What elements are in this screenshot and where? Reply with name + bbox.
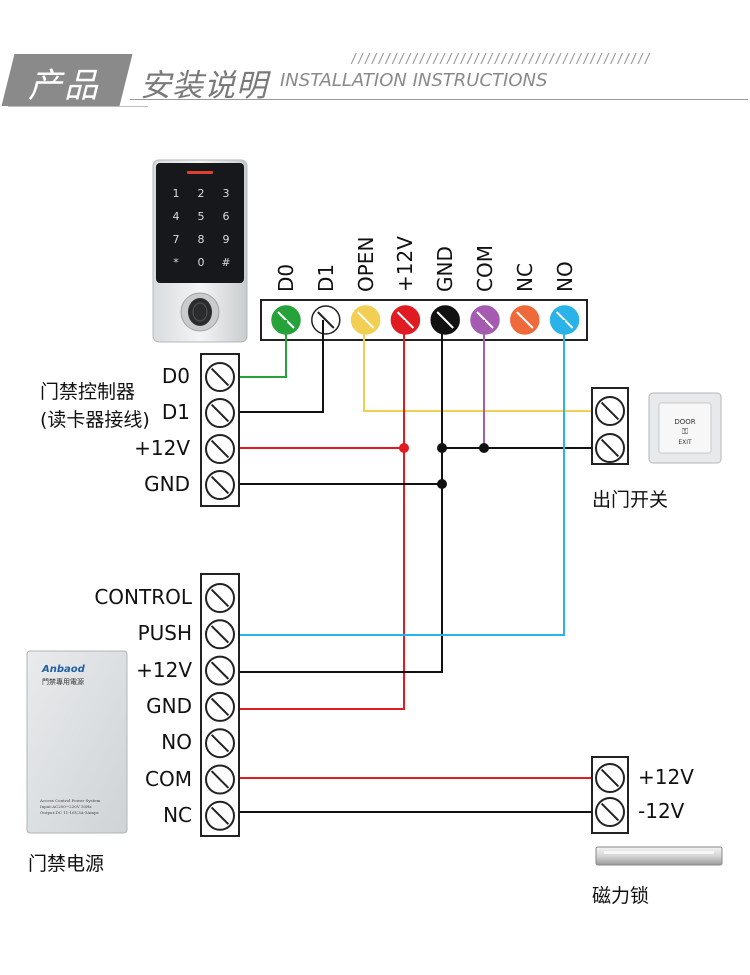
header-hatch-decoration: ////////////////////////////////////////… — [350, 52, 651, 67]
fingerprint-sensor-icon — [188, 298, 212, 326]
keypad-reader: 1 2 3 4 5 6 7 8 9 * 0 # — [152, 159, 248, 343]
psu-screw-terminal — [205, 655, 235, 686]
controller-screw-terminal — [205, 362, 235, 392]
wire-green-d0 — [240, 320, 287, 378]
mag-lock-device — [595, 846, 723, 866]
exit-button: DOOR ⚿ EXIT — [648, 392, 722, 464]
mag-lock-screw-terminal — [595, 763, 625, 793]
keypad-key: 9 — [223, 233, 230, 246]
reader-terminal-12v — [390, 305, 421, 335]
exit-switch-label: 出门开关 — [592, 489, 669, 511]
controller-pin-label: GND — [144, 472, 190, 496]
controller-pin-label: +12V — [134, 436, 190, 460]
controller-screw-terminal — [205, 434, 235, 464]
exit-text: EXIT — [678, 439, 692, 446]
psu-screw-terminal — [205, 619, 235, 650]
wire-yellow-open — [363, 320, 592, 412]
keypad-key: # — [221, 256, 230, 269]
junction-red — [399, 443, 409, 453]
psu-pin-label: COM — [145, 766, 192, 791]
wires — [240, 320, 592, 813]
reader-terminal-label: GND — [433, 246, 458, 292]
psu-pin-label: GND — [146, 693, 192, 718]
psu-pin-label: +12V — [136, 657, 192, 682]
reader-terminal-label: COM — [473, 245, 497, 292]
controller-title-2: (读卡器接线) — [40, 409, 150, 431]
psu-terminal-block — [200, 573, 240, 837]
keypad-key: 2 — [198, 187, 205, 200]
page-title: 安装说明 — [140, 68, 268, 104]
reader-terminal-label: +12V — [393, 236, 418, 292]
psu-brand-cn: 門禁專用電源 — [42, 677, 84, 686]
header-badge: 产品 — [28, 66, 100, 106]
mag-lock-pin-label: +12V — [638, 765, 694, 789]
keypad-key: 7 — [173, 233, 180, 246]
junction-black-2 — [479, 443, 489, 453]
wire-black-gnd-vertical — [240, 320, 443, 673]
wire-black-d1 — [240, 320, 324, 413]
controller-screw-terminal — [205, 398, 235, 428]
power-supply-box: Anbaod 門禁專用電源 Access Control Power Syste… — [26, 650, 128, 834]
keypad-key: 0 — [198, 256, 205, 269]
controller-pin-label: D0 — [161, 364, 190, 388]
junction-dots — [399, 443, 489, 489]
keypad-key: 6 — [223, 210, 230, 223]
page-subtitle: INSTALLATION INSTRUCTIONS — [280, 70, 548, 91]
keypad-keys: 1 2 3 4 5 6 7 8 9 * 0 # — [173, 187, 231, 269]
keypad-key: 3 — [223, 187, 230, 200]
door-text: DOOR — [674, 418, 695, 426]
reader-terminal-label: OPEN — [353, 236, 378, 292]
power-supply-label: 门禁电源 — [28, 853, 105, 875]
mag-lock-label: 磁力锁 — [592, 885, 650, 907]
junction-black-1 — [437, 443, 447, 453]
exit-switch-screw-terminal — [595, 433, 625, 463]
controller-pin-label: D1 — [161, 400, 190, 424]
psu-screw-terminal — [205, 691, 235, 722]
controller-title-1: 门禁控制器 — [40, 381, 136, 403]
reader-terminal-d1 — [311, 305, 341, 335]
psu-brand: Anbaod — [41, 664, 86, 675]
exit-switch-screw-terminal — [595, 396, 625, 426]
psu-pin-label: PUSH — [137, 621, 192, 646]
psu-pin-label: NO — [161, 730, 192, 755]
psu-screw-terminal — [205, 800, 235, 831]
controller-screw-terminal — [205, 470, 235, 500]
psu-screw-terminal — [205, 583, 235, 613]
keypad-key: 5 — [198, 210, 205, 223]
junction-black-3 — [437, 479, 447, 489]
psu-spec-3: Output:DC 11-16V,3A-5Amps — [40, 810, 99, 815]
keypad-key: * — [173, 256, 179, 269]
reader-terminal-label: NC — [512, 263, 537, 292]
psu-spec-1: Access Control Power System — [39, 798, 101, 803]
key-icon: ⚿ — [682, 427, 688, 436]
reader-terminal-gnd — [430, 305, 460, 335]
psu-spec-2: Input:AC200~230V 50Hz — [40, 804, 92, 809]
reader-terminal-label: D0 — [274, 263, 298, 292]
header-rule — [130, 99, 748, 100]
reader-terminal-label: D1 — [313, 263, 338, 292]
keypad-key: 8 — [198, 233, 205, 246]
controller-terminal-block — [200, 353, 240, 507]
psu-pin-label: NC — [163, 802, 192, 827]
reader-terminal-block — [260, 299, 588, 341]
keypad-key: 1 — [173, 187, 180, 200]
psu-screw-terminal — [205, 728, 235, 759]
exit-switch-terminal-block — [591, 387, 629, 465]
keypad-key: 4 — [173, 210, 180, 223]
reader-terminal-nc — [510, 305, 540, 335]
header-rule-short — [8, 106, 148, 107]
mag-lock-screw-terminal — [595, 797, 625, 827]
psu-pin-label: CONTROL — [94, 585, 192, 609]
psu-screw-terminal — [205, 764, 235, 795]
mag-lock-terminal-block — [591, 756, 629, 834]
reader-terminal-open — [350, 305, 381, 335]
mag-lock-pin-label: -12V — [638, 799, 685, 823]
wire-blue-no — [240, 320, 565, 636]
reader-terminal-label: NO — [552, 261, 577, 292]
